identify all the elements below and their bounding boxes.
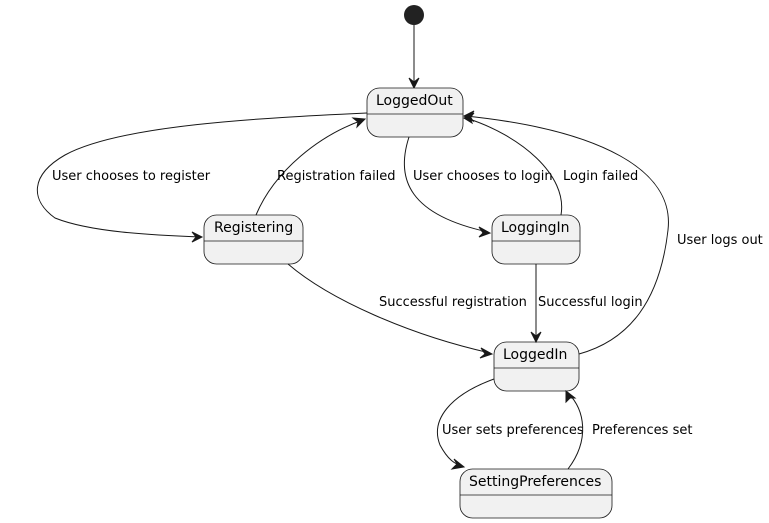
label-sets-preferences: User sets preferences [442,423,584,438]
edge-loggedin-to-settingpreferences [436,378,495,467]
arrowhead-initial [408,77,420,90]
label-choose-register: User chooses to register [52,169,211,184]
state-loggingin: LoggingIn [491,214,581,265]
label-registration-failed: Registration failed [277,169,396,184]
label-successful-login: Successful login [538,295,643,310]
state-loggedin: LoggedIn [493,341,580,392]
label-login-failed: Login failed [563,169,638,184]
state-settingpreferences-label: SettingPreferences [469,474,601,490]
label-choose-login: User chooses to login [413,169,553,184]
edge-registering-to-loggedin [287,263,491,354]
arrowhead-loggingin-in [478,226,492,238]
label-preferences-set: Preferences set [592,423,692,438]
state-settingpreferences: SettingPreferences [459,468,613,519]
arrowhead-loggedin-from-settingpreferences [565,389,577,404]
state-loggedout-label: LoggedOut [376,93,453,109]
initial-state-dot [404,5,424,25]
state-loggedin-label: LoggedIn [503,347,567,363]
arrowhead-registering-in [191,231,204,243]
arrowhead-loggedout-from-loggedin [462,110,475,123]
edge-registering-to-loggedout [255,119,364,216]
arrowhead-loggedout-from-registering [351,117,367,129]
state-loggingin-label: LoggingIn [501,220,570,236]
edge-loggedout-to-loggingin [403,136,489,233]
arrowhead-loggedin-from-registering [479,347,494,359]
edge-loggedin-to-loggedout [465,115,669,355]
edge-loggedout-to-registering [37,112,368,238]
label-logs-out: User logs out [677,233,763,248]
edge-loggingin-to-loggedout [465,117,563,216]
state-registering: Registering [203,214,304,265]
label-successful-registration: Successful registration [379,295,527,310]
state-registering-label: Registering [214,220,293,236]
arrowhead-loggedin-from-loggingin [530,331,542,344]
state-loggedout: LoggedOut [366,87,464,138]
arrowhead-settingpreferences-in [450,458,466,470]
